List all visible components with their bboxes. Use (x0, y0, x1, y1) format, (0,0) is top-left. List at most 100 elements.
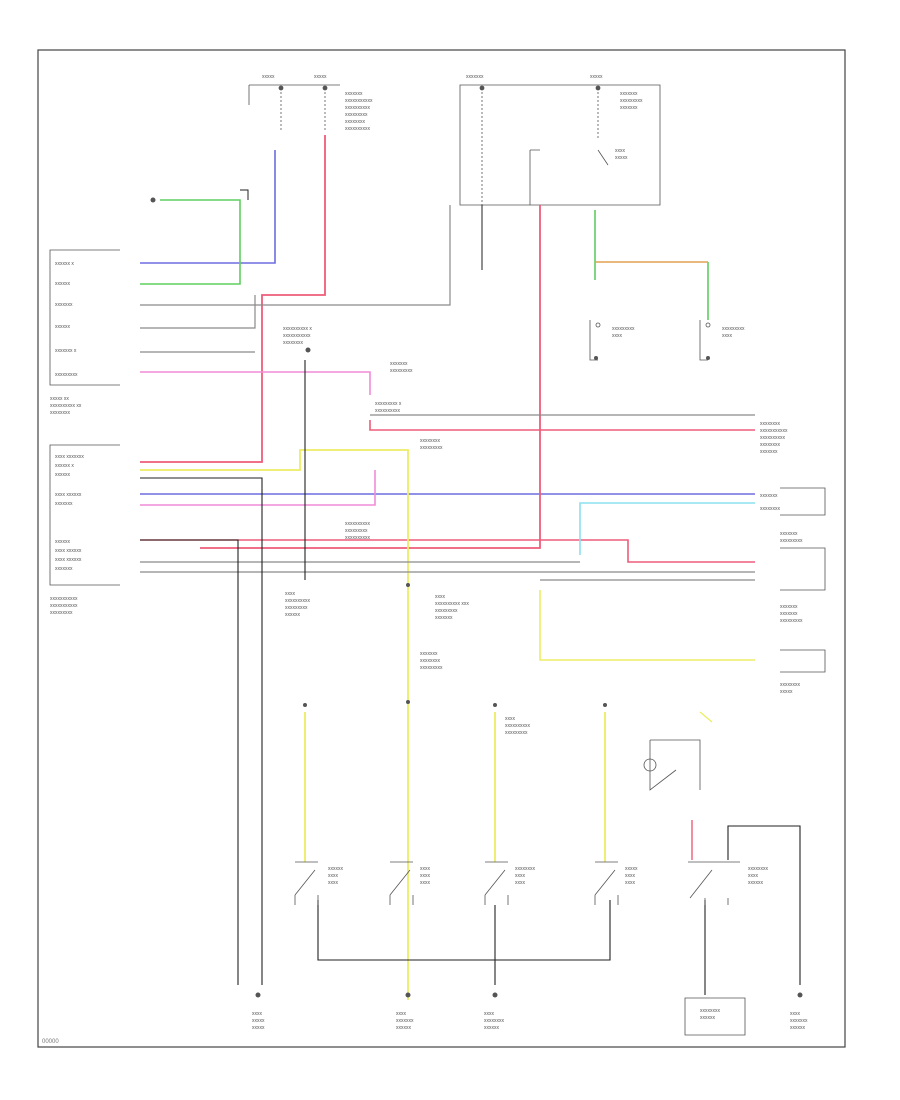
wire-black-ground-left2 (140, 477, 263, 985)
door-switch-3 (484, 861, 509, 905)
svg-text:xxxx: xxxx (484, 1011, 495, 1017)
svg-text:xxxxxxx: xxxxxxx (396, 1018, 414, 1024)
svg-text:xxxx xxxxxx: xxxx xxxxxx (55, 548, 82, 554)
svg-text:xxxx: xxxx (722, 333, 733, 339)
svg-text:xxxxxxxx: xxxxxxxx (748, 866, 769, 872)
wire-cyan (579, 502, 755, 555)
svg-text:xxxx: xxxx (285, 591, 296, 597)
svg-text:xxxxxxxxx: xxxxxxxxx (612, 326, 635, 332)
svg-text:xxxxxxxxx: xxxxxxxxx (620, 98, 643, 104)
wire-red-lower (140, 539, 755, 563)
wire-blue-upper (140, 150, 276, 264)
svg-text:xxxx: xxxx (615, 148, 626, 154)
svg-text:xxxxxxx: xxxxxxx (620, 91, 638, 97)
svg-text:xxxxxxxxx: xxxxxxxxx (780, 538, 803, 544)
svg-text:xxxxxxx: xxxxxxx (620, 105, 638, 111)
svg-text:xxxxxx: xxxxxx (328, 866, 344, 872)
svg-text:xxxxxxxx: xxxxxxxx (760, 442, 781, 448)
svg-text:xxxxxx: xxxxxx (748, 880, 764, 886)
wire-green-upper (140, 199, 241, 285)
svg-text:xxxx: xxxx (435, 594, 446, 600)
svg-text:xxxxxx: xxxxxx (700, 1015, 716, 1021)
svg-text:xxxxxxxx: xxxxxxxx (283, 340, 304, 346)
svg-text:xxxx: xxxx (748, 873, 759, 879)
svg-text:xxxxxxxxxx: xxxxxxxxxx (345, 105, 371, 111)
svg-text:xxxxxx: xxxxxx (484, 1025, 500, 1031)
svg-text:xxxxxxxxxx: xxxxxxxxxx (505, 723, 531, 729)
svg-text:xxxxxxxxx x: xxxxxxxxx x (375, 401, 402, 407)
svg-text:xxxxxx x: xxxxxx x (55, 261, 74, 267)
svg-text:xxxxxxxx: xxxxxxxx (50, 410, 71, 416)
svg-text:xxxx: xxxx (515, 873, 526, 879)
wire-red-feed (140, 135, 326, 463)
fuse-panel-left (248, 84, 340, 130)
svg-text:xxxxxxx: xxxxxxx (55, 501, 73, 507)
svg-text:xxxxxxxxx: xxxxxxxxx (345, 528, 368, 534)
wire-black-ground-left (140, 539, 239, 985)
lock-actuator-box (684, 997, 746, 1036)
svg-text:xxxxxxxxxx: xxxxxxxxxx (760, 435, 786, 441)
svg-text:xxxxxxx x: xxxxxxx x (55, 348, 77, 354)
door-switch-2 (389, 861, 414, 905)
svg-text:xxxxx: xxxxx (252, 1018, 265, 1024)
svg-text:xxxxxxxxx: xxxxxxxxx (722, 326, 745, 332)
svg-text:xxxxxxx: xxxxxxx (55, 566, 73, 572)
svg-text:xxxxxx: xxxxxx (55, 472, 71, 478)
svg-text:xxxxxxxxx: xxxxxxxxx (435, 608, 458, 614)
wire-gray-2 (140, 295, 256, 329)
svg-text:xxxxxxxxxx xxx: xxxxxxxxxx xxx (435, 601, 469, 607)
svg-text:xxxxxxxxx: xxxxxxxxx (420, 665, 443, 671)
svg-text:xxxx: xxxx (505, 716, 516, 722)
svg-text:xxxx: xxxx (625, 873, 636, 879)
wire-red-right (200, 205, 541, 549)
svg-text:xxxxxxxxxxx: xxxxxxxxxxx (345, 98, 373, 104)
svg-text:xxxxx: xxxxx (590, 74, 603, 80)
svg-text:xxxxxxxxxxx: xxxxxxxxxxx (283, 333, 311, 339)
svg-text:xxxxxxx: xxxxxxx (760, 449, 778, 455)
svg-text:xxxxxxxxxx: xxxxxxxxxx (285, 598, 311, 604)
wire-gray-1 (140, 205, 451, 306)
svg-text:xxxxxxxxx: xxxxxxxxx (345, 112, 368, 118)
svg-text:xxxxxx: xxxxxx (55, 281, 71, 287)
module-box-right-1 (780, 487, 826, 673)
svg-text:xxxx: xxxx (420, 873, 431, 879)
wire-yellow-main (140, 449, 409, 1000)
module-box-lower-left (49, 444, 120, 586)
svg-text:xxxxxxx: xxxxxxx (780, 531, 798, 537)
svg-text:xxxx: xxxx (396, 1011, 407, 1017)
svg-text:xxxxxxxx: xxxxxxxx (420, 658, 441, 664)
wire-pink-lower (140, 470, 376, 506)
svg-text:xxxxxxxx: xxxxxxxx (345, 119, 366, 125)
wire-black-liftgate (727, 825, 801, 985)
svg-text:xxxx: xxxx (625, 880, 636, 886)
svg-text:xxxxxxx: xxxxxxx (345, 91, 363, 97)
door-switch-4 (594, 861, 619, 905)
svg-text:xxxx: xxxx (328, 873, 339, 879)
svg-text:xxxx xxxxxxx: xxxx xxxxxxx (55, 454, 84, 460)
svg-text:xxxx: xxxx (515, 880, 526, 886)
svg-text:xxxxxxx: xxxxxxx (780, 611, 798, 617)
wire-black-switch-returns (317, 900, 611, 961)
svg-text:xxxx: xxxx (612, 333, 623, 339)
svg-text:xxxxxx: xxxxxx (55, 539, 71, 545)
svg-text:xxxxxxxx: xxxxxxxx (780, 682, 801, 688)
svg-text:xxxxxxxxxx: xxxxxxxxxx (345, 535, 371, 541)
svg-text:xxxxxx: xxxxxx (285, 612, 301, 618)
svg-text:xxxxxxxxxx: xxxxxxxxxx (345, 126, 371, 132)
lamp-right (699, 320, 711, 361)
svg-text:xxxxx: xxxxx (625, 866, 638, 872)
svg-text:xxxxxxxx: xxxxxxxx (515, 866, 536, 872)
svg-text:xxxx xxxxxx: xxxx xxxxxx (55, 492, 82, 498)
splice-points (150, 197, 803, 998)
wire-yellow-right (539, 590, 755, 661)
svg-text:xxxxxxxxxx x: xxxxxxxxxx x (283, 326, 312, 332)
svg-text:xxxxx: xxxxx (780, 689, 793, 695)
svg-text:xxxxxxxxx: xxxxxxxxx (420, 445, 443, 451)
svg-text:xxxxxxxx: xxxxxxxx (484, 1018, 505, 1024)
svg-text:xxxxxxx: xxxxxxx (435, 615, 453, 621)
svg-text:xxxxx: xxxxx (314, 74, 327, 80)
module-box-upper-left (49, 249, 120, 386)
svg-text:xxxxxxxx: xxxxxxxx (760, 506, 781, 512)
svg-text:xxxxxxx: xxxxxxx (760, 493, 778, 499)
